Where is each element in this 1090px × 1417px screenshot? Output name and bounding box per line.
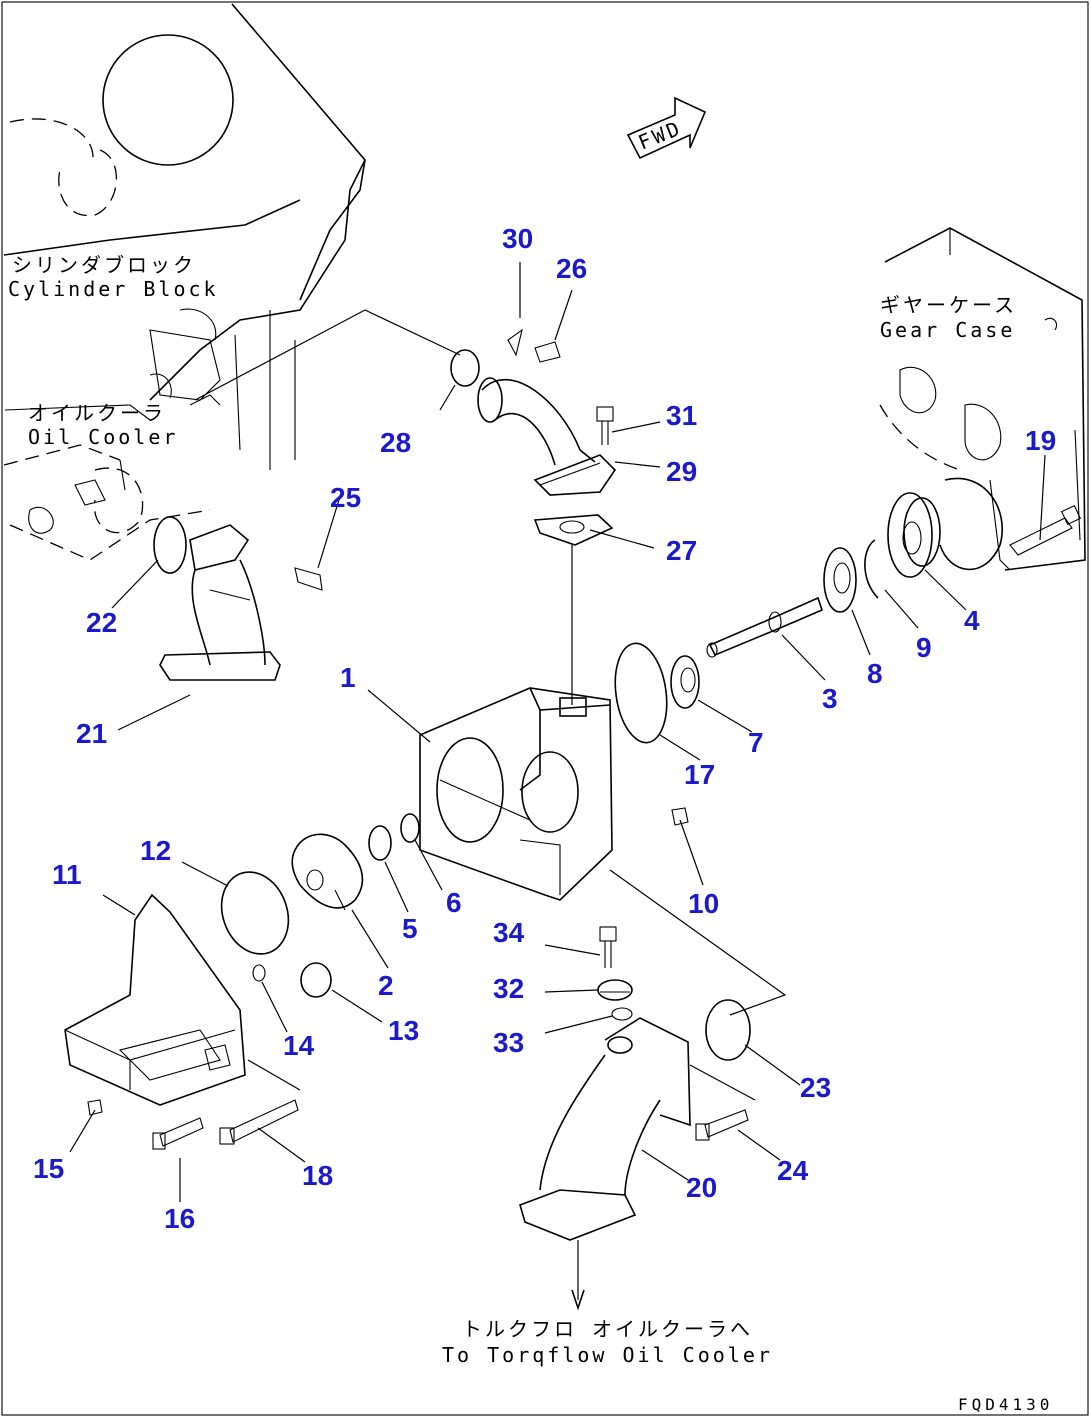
callout-10: 10	[688, 888, 719, 919]
part-1-pump-housing	[419, 687, 613, 901]
part-9-snap-ring	[864, 539, 879, 599]
part-8-bearing	[823, 547, 857, 613]
callout-24: 24	[777, 1155, 809, 1186]
callout-23: 23	[800, 1072, 831, 1103]
callout-25: 25	[330, 482, 361, 513]
drawing-code: FQD4130	[958, 1395, 1053, 1414]
callout-11: 11	[52, 859, 82, 890]
part-17-o-ring	[614, 642, 668, 744]
callout-21: 21	[76, 718, 107, 749]
part-21-elbow	[159, 524, 281, 681]
part-13-plug	[300, 962, 332, 998]
callout-numbers: 1 2 3 4 5 6 7 8 9 10 11 12 13 14 15 16 1…	[33, 223, 1056, 1234]
part-10-plug	[671, 807, 689, 826]
part-30-clip	[507, 328, 523, 357]
part-5-washer	[368, 825, 392, 861]
callout-14: 14	[283, 1030, 315, 1061]
callout-6: 6	[446, 887, 462, 918]
callout-22: 22	[86, 607, 117, 638]
oil-cooler-jp-label: オイルクーラ	[28, 401, 166, 425]
callout-28: 28	[380, 427, 411, 458]
part-3-shaft	[706, 596, 823, 658]
callout-29: 29	[666, 456, 697, 487]
callout-18: 18	[302, 1160, 333, 1191]
part-15-plug	[87, 1099, 103, 1116]
cylinder-block-jp-label: シリンダブロック	[12, 253, 196, 277]
part-23-o-ring	[705, 999, 751, 1061]
part-6-nut	[400, 813, 420, 843]
callout-17: 17	[684, 759, 715, 790]
fwd-arrow: FWD	[626, 96, 707, 160]
callout-2: 2	[378, 970, 394, 1001]
callout-3: 3	[822, 683, 838, 714]
callout-19: 19	[1025, 425, 1056, 456]
part-34-bolt	[599, 926, 617, 968]
callout-20: 20	[686, 1172, 717, 1203]
gear-case-jp-label: ギヤーケース	[880, 293, 1017, 317]
callout-5: 5	[402, 913, 418, 944]
part-33-ring	[611, 1007, 633, 1021]
part-26-bolt	[534, 341, 561, 363]
part-29-elbow-pipe	[477, 377, 617, 496]
callout-4: 4	[964, 605, 980, 636]
part-25-bolt	[294, 567, 323, 591]
callout-12: 12	[140, 835, 171, 866]
part-31-bolt	[596, 406, 614, 445]
part-12-o-ring	[220, 871, 290, 955]
part-14-ring	[252, 964, 266, 982]
part-19-bolt	[1009, 504, 1082, 556]
part-20-elbow	[519, 1017, 691, 1241]
callout-34: 34	[493, 917, 525, 948]
callout-31: 31	[666, 400, 697, 431]
callout-30: 30	[502, 223, 533, 254]
part-11-cover	[64, 893, 246, 1106]
part-16-bolt	[152, 1117, 204, 1150]
callout-7: 7	[748, 727, 764, 758]
part-32-cap	[597, 979, 633, 1001]
gear-case-outline	[879, 227, 1086, 571]
to-torqflow-en-label: To Torqflow Oil Cooler	[442, 1343, 773, 1367]
gear-case-en-label: Gear Case	[880, 318, 1015, 342]
callout-15: 15	[33, 1153, 64, 1184]
callout-13: 13	[388, 1015, 419, 1046]
callout-33: 33	[493, 1027, 524, 1058]
cylinder-block-outline	[3, 3, 366, 561]
part-22-o-ring	[153, 516, 187, 574]
callout-26: 26	[556, 253, 587, 284]
callout-9: 9	[916, 632, 932, 663]
leader-lines	[69, 262, 1046, 1311]
callout-16: 16	[164, 1203, 195, 1234]
part-27-gasket	[533, 514, 614, 546]
cylinder-block-en-label: Cylinder Block	[8, 277, 219, 301]
part-4-gear	[887, 492, 941, 578]
part-7-seal	[670, 655, 700, 709]
callout-1: 1	[340, 662, 356, 693]
part-24-bolt	[695, 1109, 749, 1141]
part-28-o-ring	[450, 349, 480, 387]
oil-cooler-en-label: Oil Cooler	[28, 425, 178, 449]
part-18-bolt	[219, 1099, 299, 1145]
callout-27: 27	[666, 535, 697, 566]
to-torqflow-jp-label: トルクフロ オイルクーラへ	[462, 1317, 753, 1341]
callout-8: 8	[867, 658, 883, 689]
callout-32: 32	[493, 973, 524, 1004]
part-2-impeller	[291, 833, 364, 911]
